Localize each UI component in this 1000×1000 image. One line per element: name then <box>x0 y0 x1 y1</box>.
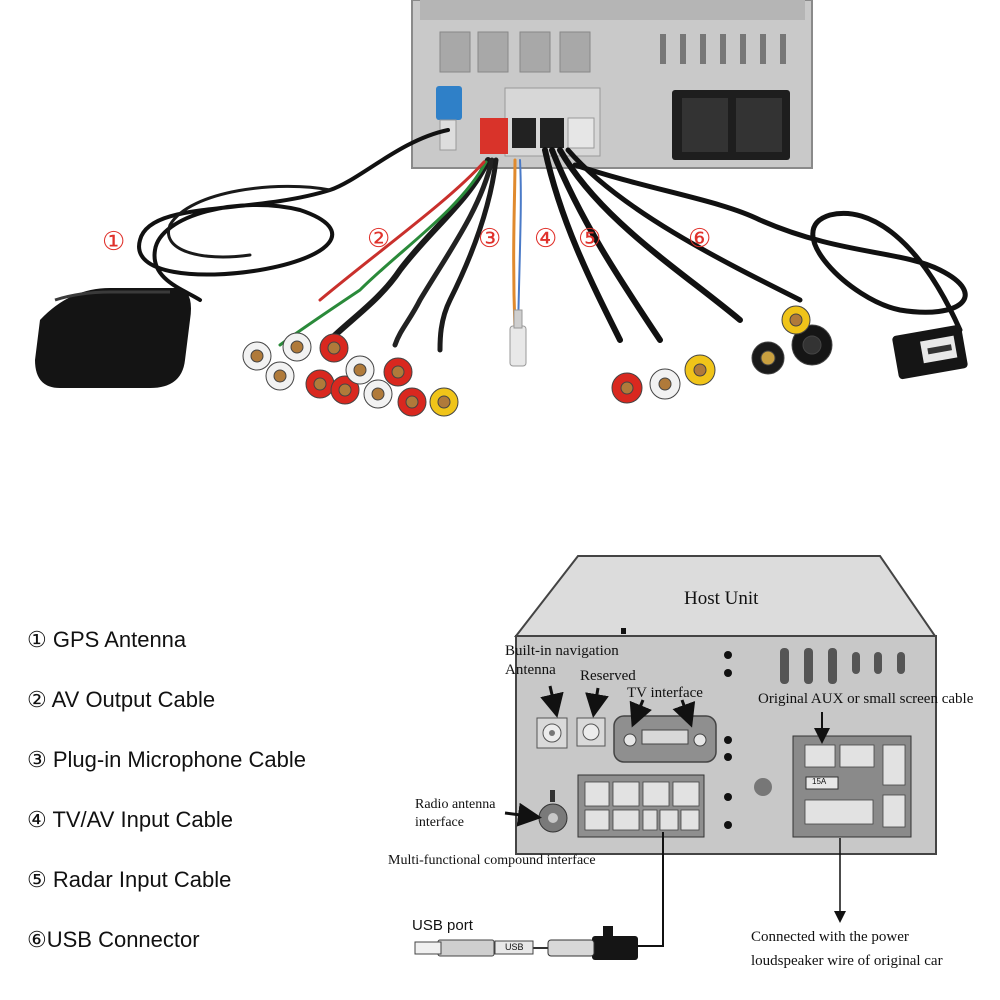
usb-female-connector <box>892 324 968 380</box>
power-wire-label: Connected with the power <box>751 929 909 945</box>
marker-2: ② <box>367 224 391 254</box>
power-wire-label-2: loudspeaker wire of original car <box>751 953 943 969</box>
radio-antenna-label: Radio antenna <box>415 797 496 812</box>
rca-connectors-tv-av-input <box>611 354 716 404</box>
microphone-plug <box>509 309 527 367</box>
radar-connectors <box>751 305 833 375</box>
multi-interface-label: Multi-functional compound interface <box>388 853 596 868</box>
nav-antenna-label: Built-in navigation <box>505 643 619 659</box>
marker-6: ⑥ <box>688 224 712 254</box>
tv-interface-label: TV interface <box>627 685 703 701</box>
product-photo <box>35 0 968 417</box>
legend-item-gps-antenna: ① GPS Antenna <box>27 627 187 652</box>
marker-5: ⑤ <box>578 224 602 254</box>
marker-1: ① <box>102 227 126 257</box>
legend-item-av-output: ② AV Output Cable <box>27 687 216 712</box>
marker-3: ③ <box>478 224 502 254</box>
legend-item-usb: ⑥USB Connector <box>27 927 200 952</box>
head-unit-chassis <box>411 0 813 169</box>
host-unit-diagram <box>414 555 937 960</box>
legend-item-microphone: ③ Plug-in Microphone Cable <box>27 747 306 772</box>
fuse-label: 15A <box>812 777 827 786</box>
aux-cable-label: Original AUX or small screen cable <box>758 691 974 707</box>
legend-item-radar-input: ⑤ Radar Input Cable <box>27 867 232 892</box>
marker-4: ④ <box>534 224 558 254</box>
cable-bundle <box>137 128 968 353</box>
rca-connectors-av-output <box>242 332 459 417</box>
usb-port-label: USB port <box>412 917 473 934</box>
gps-antenna-module <box>35 288 191 388</box>
reserved-label: Reserved <box>580 668 636 684</box>
host-unit-title: Host Unit <box>684 588 759 609</box>
nav-antenna-label-2: Antenna <box>505 662 556 678</box>
legend-item-tv-av-input: ④ TV/AV Input Cable <box>27 807 234 832</box>
radio-antenna-label-2: interface <box>415 815 464 830</box>
usb-cable-tag: USB <box>505 942 524 952</box>
